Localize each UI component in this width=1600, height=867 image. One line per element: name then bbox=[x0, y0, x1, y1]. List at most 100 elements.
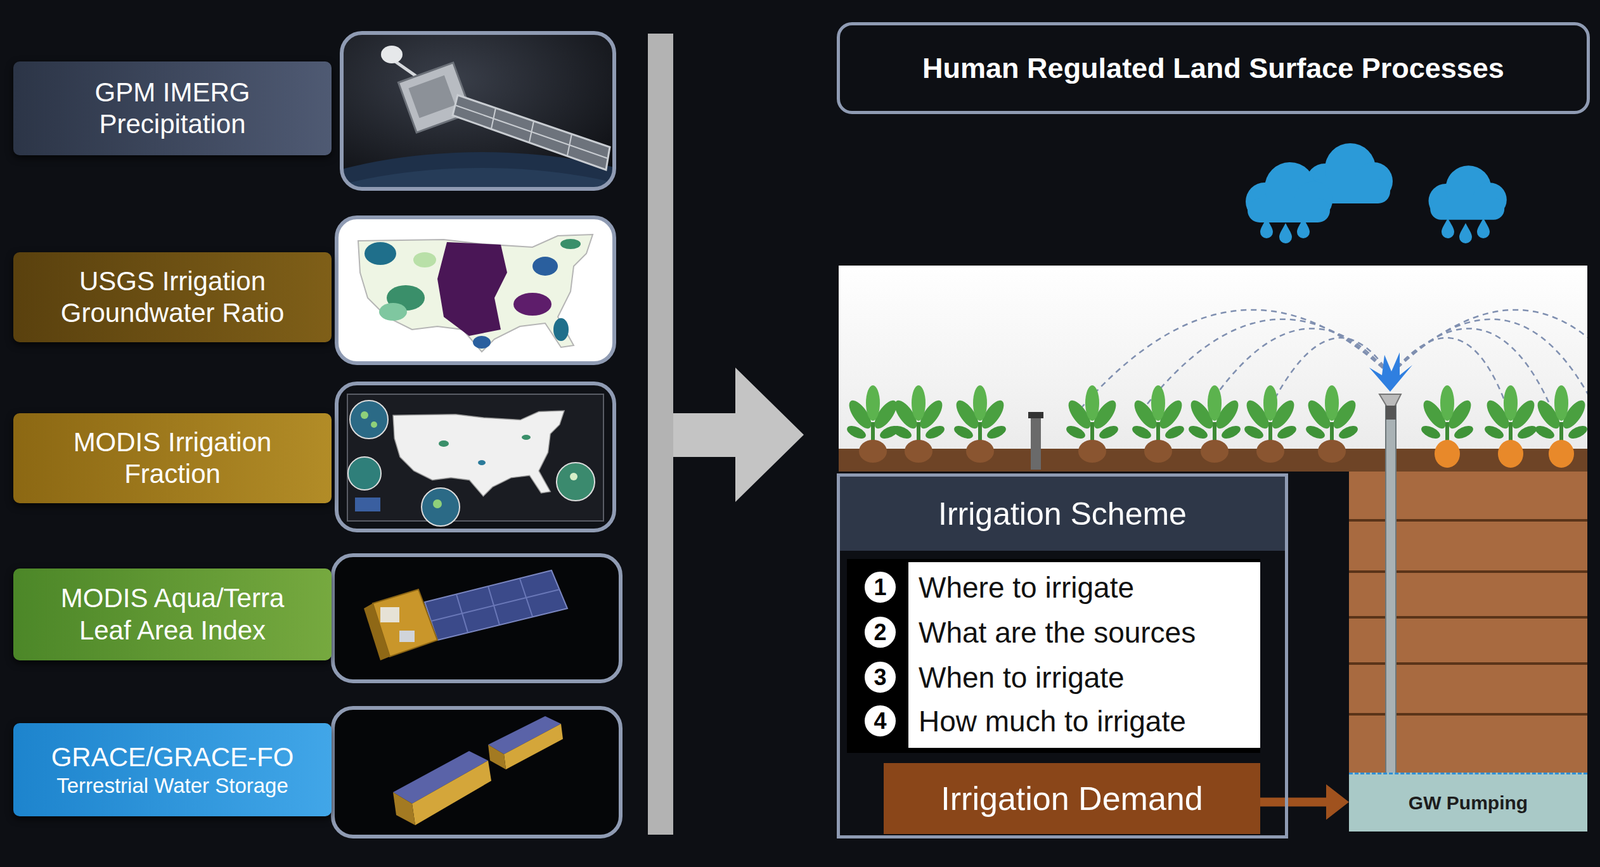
rain-clouds bbox=[1279, 223, 1292, 244]
satellite-photo bbox=[341, 167, 615, 189]
question-list: Where to irrigateWhat are the sourcesWhe… bbox=[846, 559, 1261, 754]
image-frame bbox=[341, 32, 615, 189]
field-scene bbox=[1204, 328, 1391, 413]
field-scene bbox=[1303, 385, 1360, 463]
well-pipe bbox=[1385, 403, 1396, 776]
bracket-bar bbox=[647, 33, 674, 835]
field-scene bbox=[845, 385, 901, 463]
well-pipe bbox=[1369, 352, 1413, 392]
callout-number: 3 bbox=[862, 659, 898, 695]
aqua-satellite bbox=[424, 570, 568, 641]
rain-clouds bbox=[1296, 218, 1310, 239]
fraction-map bbox=[477, 460, 486, 466]
source-name: GRACE/GRACE-FO bbox=[51, 741, 295, 774]
question-text: Where to irrigate bbox=[918, 568, 1135, 607]
fraction-map bbox=[348, 457, 381, 491]
scheme-heading: Irrigation Scheme bbox=[839, 476, 1285, 551]
soil-column bbox=[1348, 471, 1588, 776]
fraction-map bbox=[336, 383, 615, 531]
ratio-map bbox=[513, 292, 552, 316]
callout-number: 1 bbox=[862, 569, 898, 605]
fraction-map bbox=[360, 411, 369, 420]
question-text: When to irrigate bbox=[918, 658, 1125, 697]
source-label: GRACE/GRACE-FOTerrestrial Water Storage bbox=[13, 723, 332, 817]
ratio-map bbox=[336, 217, 615, 364]
ratio-map bbox=[364, 242, 397, 265]
source-name: MODIS Irrigation Fraction bbox=[32, 426, 313, 491]
rain-clouds bbox=[1260, 218, 1273, 239]
source-label: MODIS Irrigation Fraction bbox=[13, 413, 332, 504]
fraction-map bbox=[370, 421, 378, 428]
callout-number: 4 bbox=[862, 703, 898, 739]
fraction-map bbox=[393, 410, 565, 497]
field-scene bbox=[1533, 385, 1588, 468]
question-text: How much to irrigate bbox=[918, 702, 1187, 741]
satellite-photo bbox=[455, 105, 608, 159]
source-label: USGS Irrigation Groundwater Ratio bbox=[13, 252, 332, 343]
field-scene bbox=[1186, 385, 1243, 463]
field-scene bbox=[952, 385, 1008, 463]
image-frame bbox=[336, 217, 615, 364]
image-frame bbox=[332, 555, 621, 682]
satellite-photo bbox=[380, 45, 403, 64]
fraction-map bbox=[393, 410, 565, 497]
ratio-map bbox=[336, 217, 615, 364]
fraction-map bbox=[347, 394, 604, 522]
ratio-map bbox=[532, 256, 558, 276]
field-scene bbox=[838, 265, 1588, 472]
ratio-map bbox=[379, 303, 407, 321]
aqua-satellite bbox=[332, 555, 621, 682]
grace-satellites bbox=[332, 708, 621, 837]
source-name: GPM IMERG Precipitation bbox=[32, 76, 313, 141]
field-scene bbox=[1482, 385, 1539, 468]
demand-label: Irrigation Demand bbox=[940, 779, 1203, 818]
field-scene bbox=[890, 385, 947, 463]
image-frame bbox=[332, 708, 621, 837]
connector-line bbox=[1260, 798, 1330, 807]
source-label: MODIS Aqua/Terra Leaf Area Index bbox=[13, 568, 332, 661]
source-label: GPM IMERG Precipitation bbox=[13, 61, 332, 156]
fraction-map bbox=[354, 497, 381, 512]
field-scene bbox=[1064, 385, 1121, 463]
fraction-map bbox=[432, 499, 442, 509]
question-text: What are the sources bbox=[918, 613, 1196, 652]
soil-column bbox=[1348, 616, 1588, 619]
source-name: MODIS Aqua/Terra Leaf Area Index bbox=[32, 582, 313, 647]
rain-clouds bbox=[1245, 162, 1333, 223]
grace-satellites bbox=[332, 708, 621, 837]
soil-column bbox=[1348, 520, 1588, 715]
soil-column bbox=[1348, 471, 1588, 776]
title-box: Human Regulated Land Surface Processes bbox=[836, 22, 1590, 115]
field-scene bbox=[1077, 309, 1391, 413]
connector-arrow bbox=[1260, 784, 1349, 821]
fraction-map bbox=[569, 472, 578, 481]
satellite-photo bbox=[408, 75, 455, 119]
ratio-map bbox=[437, 242, 508, 336]
image-frame bbox=[336, 383, 615, 531]
fraction-map bbox=[336, 383, 615, 531]
fraction-map bbox=[421, 488, 460, 527]
rain-clouds bbox=[1477, 218, 1490, 239]
fraction-map bbox=[556, 462, 595, 501]
field-scene bbox=[1130, 385, 1187, 463]
groundwater-zone: GW Pumping bbox=[1348, 772, 1588, 832]
arrow-head bbox=[1326, 784, 1349, 821]
satellite-photo bbox=[341, 32, 615, 189]
source-detail: Terrestrial Water Storage bbox=[56, 773, 289, 799]
scheme-box: Irrigation SchemeWhere to irrigateWhat a… bbox=[836, 473, 1289, 839]
ratio-map bbox=[553, 318, 569, 342]
grace-satellites bbox=[488, 744, 506, 770]
rain-clouds bbox=[1245, 143, 1507, 244]
ratio-map bbox=[358, 234, 593, 352]
fraction-map bbox=[349, 400, 388, 439]
field-scene bbox=[1028, 412, 1044, 419]
rain-clouds bbox=[1441, 218, 1455, 239]
groundwater-label: GW Pumping bbox=[1408, 792, 1528, 814]
field-scene bbox=[1419, 385, 1476, 468]
soil-column bbox=[1348, 519, 1588, 522]
well-pipe bbox=[1385, 405, 1396, 420]
demand-box: Irrigation Demand bbox=[883, 763, 1261, 835]
rain-clouds bbox=[1428, 165, 1507, 220]
grace-satellites bbox=[503, 723, 563, 770]
